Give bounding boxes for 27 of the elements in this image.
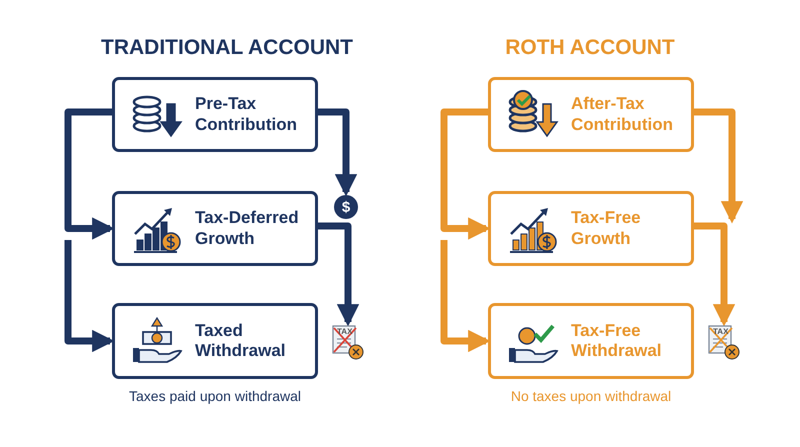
process-box <box>112 303 318 379</box>
arrow <box>318 108 358 196</box>
arrow <box>694 108 744 224</box>
process-box <box>488 191 694 266</box>
arrow <box>694 222 736 326</box>
panel-title: TRADITIONAL ACCOUNT <box>100 36 354 60</box>
box-label: Tax-Free Growth <box>571 208 642 249</box>
panel-title: ROTH ACCOUNT <box>504 36 676 60</box>
arrow <box>64 108 114 240</box>
box-label: Pre-Tax Contribution <box>195 94 298 135</box>
dollar-coin: $ <box>334 195 358 219</box>
box-label: After-Tax Contribution <box>571 94 674 135</box>
box-label: Tax-Free Withdrawal <box>571 320 663 362</box>
footnote: No taxes upon withdrawal <box>510 388 672 404</box>
footnote: Taxes paid upon withdrawal <box>128 388 302 404</box>
arrow <box>318 222 360 326</box>
process-box <box>112 77 318 152</box>
box-label: Tax-Deferred Growth <box>195 208 300 249</box>
form-label: TAX <box>713 327 728 336</box>
process-box <box>112 191 318 266</box>
arrow <box>440 108 490 240</box>
arrow <box>64 240 114 352</box>
box-label: Taxed Withdrawal <box>195 320 287 362</box>
process-box <box>488 77 694 152</box>
process-box <box>488 303 694 379</box>
arrow <box>440 240 490 352</box>
form-label: TAX <box>337 327 352 336</box>
